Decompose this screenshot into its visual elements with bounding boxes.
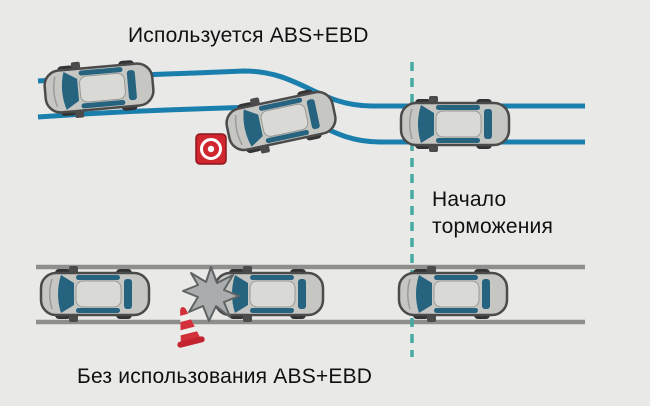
braking-start-label-line1: Начало bbox=[432, 188, 507, 211]
car-no-abs-stopped bbox=[39, 264, 151, 324]
obstacle-center-dot bbox=[207, 145, 215, 153]
car-no-abs-braking-start bbox=[397, 264, 509, 324]
braking-start-label-line2: торможения bbox=[432, 215, 554, 239]
traffic-cone-icon bbox=[172, 304, 205, 348]
target-obstacle-icon bbox=[195, 133, 227, 165]
car-abs-braking-start bbox=[399, 94, 511, 154]
without-abs-label: Без использования ABS+EBD bbox=[77, 365, 373, 388]
collision-burst-icon bbox=[182, 266, 240, 322]
braking-start-label: Начало торможения bbox=[432, 186, 553, 241]
obstacle-ring bbox=[200, 138, 222, 160]
with-abs-label: Используется ABS+EBD bbox=[128, 24, 369, 47]
car-abs-swerving bbox=[221, 81, 341, 161]
